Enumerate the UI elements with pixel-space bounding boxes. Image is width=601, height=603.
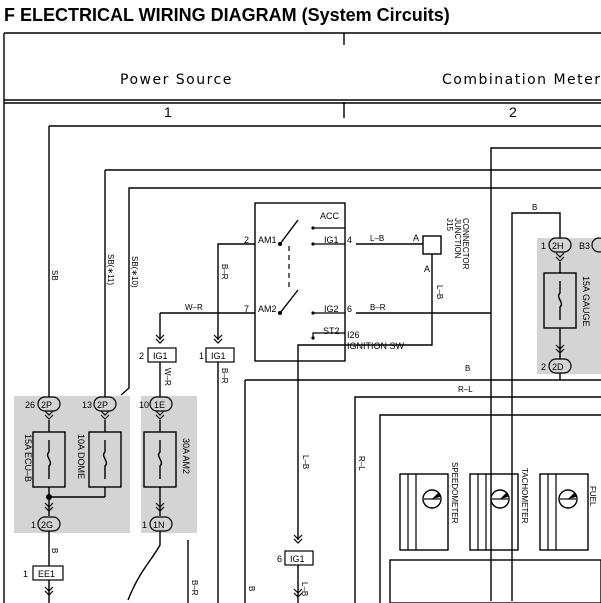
wire-color-l-b-junction: L–B <box>435 285 444 299</box>
svg-text:1: 1 <box>142 520 147 530</box>
section-number-1: 1 <box>164 104 172 120</box>
connector-2h: 1 2H <box>541 237 572 253</box>
svg-text:10: 10 <box>139 400 149 410</box>
svg-text:AM1: AM1 <box>258 235 277 245</box>
wire-color-b-r-upper: B–R <box>220 264 229 280</box>
gauge-fuel: FUEL <box>539 473 597 551</box>
wire-color-w-r-lower: W–R <box>163 368 172 386</box>
wire-color-b-bottom: B <box>247 586 256 591</box>
section-label-power-source: Power Source <box>120 72 233 88</box>
svg-text:7: 7 <box>244 304 249 314</box>
section-number-2: 2 <box>509 104 517 120</box>
svg-text:2D: 2D <box>552 362 564 372</box>
wire-color-l-b-mid: L–B <box>301 455 310 469</box>
svg-text:2: 2 <box>139 351 144 361</box>
ig-pin-6: 6 <box>347 304 352 314</box>
junction-name-line1: JUNCTION <box>453 218 462 259</box>
svg-text:IG1: IG1 <box>211 351 226 361</box>
wire-color-b-lower: B <box>50 548 59 553</box>
connector-b3-label: B3 <box>579 241 590 251</box>
svg-text:2: 2 <box>541 362 546 372</box>
svg-text:1N: 1N <box>153 520 165 530</box>
ig-pin-4: 4 <box>347 235 352 245</box>
wire-color-b-horizontal: B <box>465 364 470 373</box>
svg-text:2H: 2H <box>552 241 564 251</box>
page-title: F ELECTRICAL WIRING DIAGRAM (System Circ… <box>4 5 450 25</box>
svg-text:1E: 1E <box>154 400 165 410</box>
svg-text:ST2: ST2 <box>323 326 340 336</box>
svg-text:IG1: IG1 <box>290 554 305 564</box>
svg-text:13: 13 <box>82 400 92 410</box>
junction-pin-a-bottom: A <box>424 264 430 274</box>
gauge-tachometer: TACHOMETER <box>469 468 529 551</box>
connector-1e: 10 1E <box>139 396 173 412</box>
wire-color-b-r-mid: B–R <box>220 368 229 384</box>
svg-text:2G: 2G <box>41 520 53 530</box>
wire-color-sb-10: SB(∗10) <box>130 256 139 288</box>
svg-text:SPEEDOMETER: SPEEDOMETER <box>450 462 459 524</box>
junction-name-line2: CONNECTOR <box>461 218 470 270</box>
svg-text:6: 6 <box>277 554 282 564</box>
svg-text:26: 26 <box>25 400 35 410</box>
fuse-block-am2 <box>141 396 197 533</box>
wire-color-l-b-bottom: L–B <box>300 582 309 596</box>
connector-2p-13: 13 2P <box>82 396 117 412</box>
bus-wires <box>48 125 601 601</box>
svg-text:2P: 2P <box>41 400 52 410</box>
wire-color-r-l-vertical: R–L <box>357 456 366 471</box>
svg-text:TACHOMETER: TACHOMETER <box>520 468 529 524</box>
connector-ig1-6: 6 IG1 <box>277 550 314 566</box>
wire-color-w-r: W–R <box>185 303 203 312</box>
wire-color-sb-11: SB(∗11) <box>106 254 115 285</box>
connector-ig1-2: 2 IG1 <box>139 347 177 363</box>
junction-pin-a-top: A <box>413 233 419 243</box>
wire-color-sb: SB <box>50 270 59 281</box>
wire-color-b-gauge: B <box>532 203 537 212</box>
gauge-speedometer: SPEEDOMETER <box>399 462 459 551</box>
svg-text:IG2: IG2 <box>324 304 339 314</box>
connector-2p-26: 26 2P <box>25 396 61 412</box>
svg-text:1: 1 <box>31 520 36 530</box>
svg-text:1: 1 <box>23 569 28 579</box>
meter-housing <box>389 559 601 603</box>
section-header: Power Source Combination Meter 1 2 <box>3 32 601 603</box>
connector-1n: 1 1N <box>142 516 173 532</box>
section-label-combination-meter: Combination Meter <box>442 72 601 88</box>
wire-color-b-r-ig2: B–R <box>370 303 386 312</box>
svg-text:2: 2 <box>244 235 249 245</box>
svg-text:1: 1 <box>199 351 204 361</box>
svg-text:IG1: IG1 <box>153 351 168 361</box>
wire-color-b-r-bottom: B–R <box>190 580 199 596</box>
ignition-switch-id: I26 <box>347 330 360 340</box>
ignition-switch-name: IGNITION SW <box>347 341 405 351</box>
svg-text:1: 1 <box>541 241 546 251</box>
ignition-switch: 2 AM1 7 AM2 ACC IG1 IG2 ST2 <box>244 202 346 362</box>
svg-text:2P: 2P <box>97 400 108 410</box>
svg-text:ACC: ACC <box>320 211 340 221</box>
wire-color-l-b-upper: L–B <box>370 234 384 243</box>
wire-color-r-l: R–L <box>458 385 473 394</box>
svg-text:IG1: IG1 <box>324 235 339 245</box>
svg-text:AM2: AM2 <box>258 304 277 314</box>
junction-connector <box>422 235 442 255</box>
svg-text:EE1: EE1 <box>38 569 55 579</box>
connector-ee1: 1 EE1 <box>23 565 64 581</box>
connector-ig1-1: 1 IG1 <box>199 347 235 363</box>
svg-text:30A AM2: 30A AM2 <box>181 438 191 474</box>
svg-text:10A DOME: 10A DOME <box>76 434 86 479</box>
connector-b3 <box>591 237 601 253</box>
fuse-block-gauge <box>537 238 601 374</box>
svg-text:15A GAUGE: 15A GAUGE <box>581 276 591 327</box>
svg-text:FUEL: FUEL <box>588 486 597 507</box>
junction-id: J15 <box>445 218 454 231</box>
svg-text:15A ECU–B: 15A ECU–B <box>23 434 33 482</box>
